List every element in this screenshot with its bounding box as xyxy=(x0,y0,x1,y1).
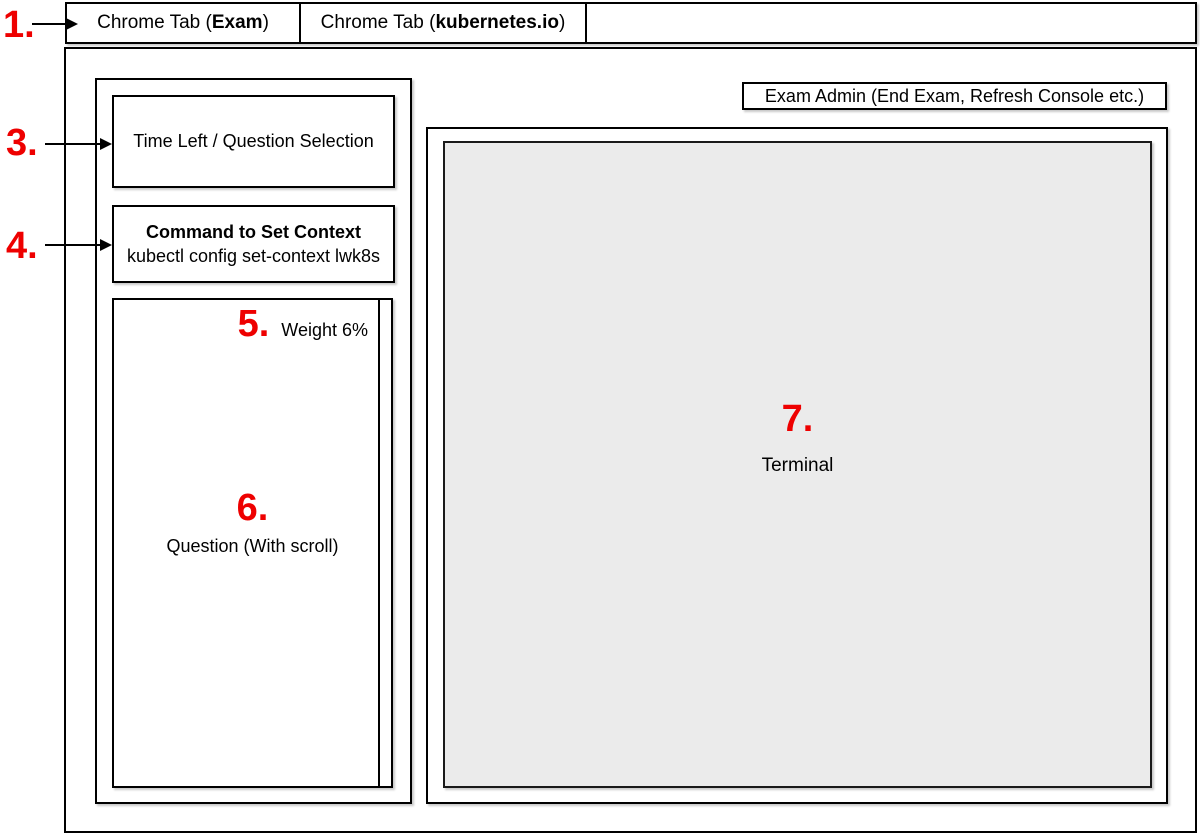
tab-exam-prefix: Chrome Tab ( xyxy=(97,12,212,33)
context-command-title: Command to Set Context xyxy=(145,222,361,242)
tab-exam-name: Exam xyxy=(211,12,263,33)
callout-5: 5. xyxy=(237,303,270,345)
terminal-label-stack: 7. Terminal xyxy=(445,400,1150,477)
time-left-label: Time Left / Question Selection xyxy=(133,131,374,151)
question-box: 5. Weight 6% 6. Question (With scroll) xyxy=(112,298,393,788)
exam-admin-box[interactable]: Exam Admin (End Exam, Refresh Console et… xyxy=(742,82,1167,110)
callout-1: 1. xyxy=(3,4,35,46)
tab-kubernetes[interactable]: Chrome Tab (kubernetes.io) xyxy=(301,4,587,42)
tab-exam-suffix: ) xyxy=(262,12,269,33)
exam-admin-label: Exam Admin (End Exam, Refresh Console et… xyxy=(764,85,1145,106)
callout-7: 7. xyxy=(781,398,814,440)
callout-4: 4. xyxy=(6,225,38,267)
question-weight-label: Weight 6% xyxy=(281,320,368,340)
callout-3: 3. xyxy=(6,122,38,164)
context-command-text: kubectl config set-context lwk8s xyxy=(126,246,381,266)
question-label-stack: 6. Question (With scroll) xyxy=(114,489,391,557)
callout-6: 6. xyxy=(236,487,269,529)
time-left-box: Time Left / Question Selection xyxy=(112,95,395,188)
question-weight-row: 5. Weight 6% xyxy=(238,305,368,343)
set-context-box: Command to Set Context kubectl config se… xyxy=(112,205,395,283)
terminal-label: Terminal xyxy=(761,455,834,476)
tab-kubernetes-prefix: Chrome Tab ( xyxy=(320,12,436,33)
question-label: Question (With scroll) xyxy=(166,536,339,556)
tab-bar-empty-space xyxy=(587,4,1195,42)
browser-tab-bar: Chrome Tab (Exam) Chrome Tab (kubernetes… xyxy=(65,2,1197,44)
tab-kubernetes-name: kubernetes.io xyxy=(435,12,559,33)
tab-exam[interactable]: Chrome Tab (Exam) xyxy=(67,4,301,42)
question-scrollbar[interactable] xyxy=(378,300,391,786)
terminal-screen[interactable]: 7. Terminal xyxy=(443,141,1152,788)
tab-kubernetes-suffix: ) xyxy=(558,12,566,33)
